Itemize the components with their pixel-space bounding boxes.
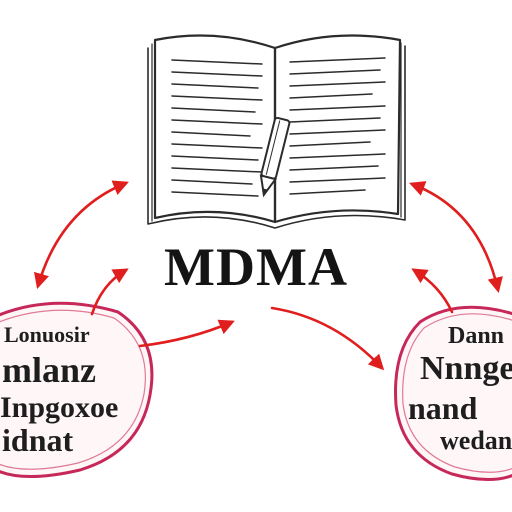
left-bubble-line-2: mlanz (2, 350, 96, 390)
pencil-icon (259, 116, 291, 198)
left-bubble-line-4: idnat (2, 422, 74, 458)
arrows (33, 180, 503, 371)
arrow-book-right-bubble (409, 181, 503, 294)
diagram-title: MDMA (164, 237, 348, 297)
right-bubble-outline-inner (402, 313, 512, 473)
right-bubble-line-3: nand (408, 390, 478, 426)
arrow-left-bubble-center (138, 319, 235, 348)
right-bubble-line-2: Nnnge (420, 350, 512, 387)
right-bubble-line-1: Dann (448, 323, 505, 349)
arrow-book-left-bubble (33, 180, 129, 289)
open-book-icon (147, 34, 406, 229)
left-page-lines (171, 59, 263, 197)
arrow-right-bubble-title (411, 268, 454, 314)
right-bubble-line-4: wedan (440, 426, 512, 455)
right-page-lines (289, 57, 386, 195)
arrow-center-right-bubble (270, 306, 385, 371)
arrow-left-bubble-title (90, 268, 129, 316)
left-bubble-line-1: Lonuosir (4, 322, 90, 347)
left-bubble-outline-inner (0, 309, 146, 470)
left-bubble-line-3: Inpgoxoe (0, 391, 119, 424)
left-bubble-outline (0, 301, 154, 478)
